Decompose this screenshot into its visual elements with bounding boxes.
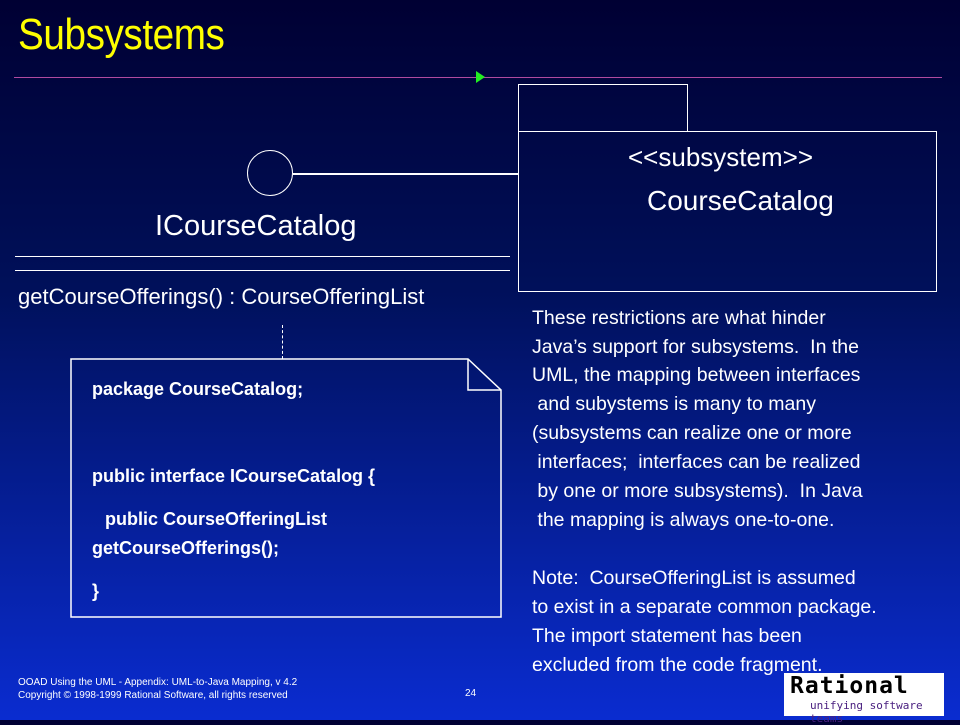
subsystem-package <box>518 131 937 292</box>
package-tab <box>518 84 688 132</box>
subsystem-stereotype: <<subsystem>> <box>628 142 813 172</box>
footer-course: OOAD Using the UML - Appendix: UML-to-Ja… <box>18 677 298 688</box>
interface-name: ICourseCatalog <box>155 210 357 242</box>
code-note: package CourseCatalog; public interface … <box>70 358 502 618</box>
explanation-line: the mapping is always one-to-one. <box>532 509 835 531</box>
explanation-line: Java’s support for subsystems. In the <box>532 336 859 358</box>
note-anchor-line <box>282 325 283 359</box>
explanation-line: excluded from the code fragment. <box>532 654 823 676</box>
interface-operation: getCourseOfferings() : CourseOfferingLis… <box>18 284 425 309</box>
code-line: public interface ICourseCatalog { <box>92 466 376 486</box>
explanation-line: (subsystems can realize one or more <box>532 422 852 444</box>
logo-tagline: unifying software teams <box>810 699 923 725</box>
note-outline <box>70 358 502 618</box>
code-line: getCourseOfferings(); <box>92 538 280 558</box>
interface-compartment-divider <box>15 256 510 257</box>
explanation-line: to exist in a separate common package. <box>532 596 877 618</box>
explanation-line: Note: CourseOfferingList is assumed <box>532 567 856 589</box>
explanation-line: The import statement has been <box>532 625 802 647</box>
slide-title: Subsystems <box>18 10 225 59</box>
code-line: public CourseOfferingList <box>105 509 328 529</box>
explanation-line: These restrictions are what hinder <box>532 307 826 329</box>
subsystem-name: CourseCatalog <box>647 185 834 216</box>
code-line: package CourseCatalog; <box>92 379 304 399</box>
explanation-line: by one or more subsystems). In Java <box>532 480 863 502</box>
interface-compartment-divider <box>15 270 510 271</box>
triangle-right-icon <box>476 71 485 83</box>
realization-link <box>293 173 518 175</box>
explanation-line: and subystems is many to many <box>532 393 816 415</box>
explanation-line: interfaces; interfaces can be realized <box>532 451 861 473</box>
explanation-line: UML, the mapping between interfaces <box>532 364 861 386</box>
rational-logo: Rational unifying software teams <box>784 673 944 725</box>
logo-wordmark: Rational <box>790 673 909 699</box>
code-line: } <box>92 581 100 601</box>
page-number: 24 <box>465 688 477 699</box>
footer-copyright: Copyright © 1998-1999 Rational Software,… <box>18 690 288 701</box>
interface-lollipop-icon <box>247 150 293 196</box>
